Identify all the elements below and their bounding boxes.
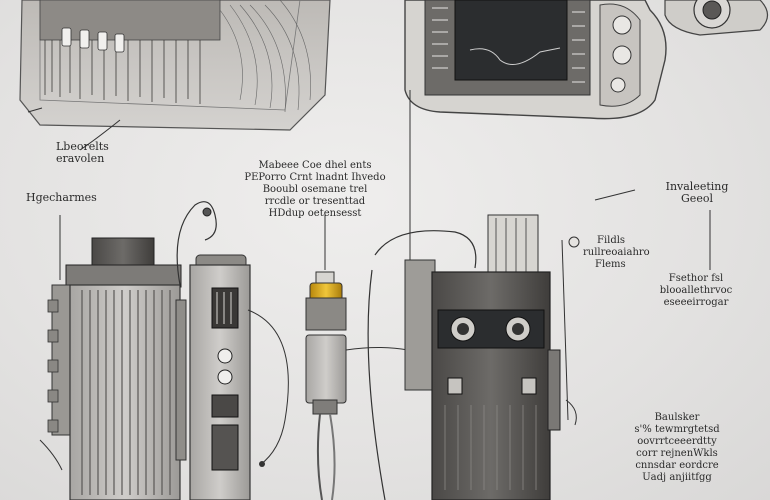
label-line: eseeeirrogar [663,297,729,308]
label-center: Mabeee Coe dhel ents PEPorro Crnt lnadnt… [240,160,390,220]
label-line: Mabeee Coe dhel ents [258,160,372,171]
top-right-monitor-unit [404,0,769,280]
label-line: Fildls [597,235,626,246]
label-line: Lbeorelts [56,140,109,153]
label-right-top: Invaleeting Geeol [652,181,742,205]
label-line: rullreoaiahro [583,247,650,258]
label-line: Booubl osemane trel [262,184,368,195]
label-line: Baulsker [654,412,700,423]
label-line: Geeol [681,192,713,205]
label-top-left: Lbeorelts eravolen [56,141,109,165]
probe-cartridge-unit [305,271,409,500]
label-right-mid-2: Fsethor fsl blooallethrvoc eseeeirrogar [654,273,738,309]
label-line: blooallethrvoc [659,285,733,296]
label-line: eravolen [56,152,105,165]
label-line: s'% tewmrgtetsd [634,424,720,435]
label-line: cnnsdar eordcre [635,460,719,471]
heatsink-unit [39,215,187,500]
label-line: Invaleeting [665,180,729,193]
label-left-mid: Hgecharmes [26,191,97,204]
label-line: Uadj anjiitfgg [642,472,712,483]
label-line: Fsethor fsl [668,273,724,284]
label-line: Flems [595,259,626,270]
label-right-mid: Fildls rullreoaiahro Flems [583,235,650,271]
label-right-bottom: Baulsker s'% tewmrgtetsd oovrrtceeerdtty… [612,412,742,484]
label-line: PEPorro Crnt lnadnt Ihvedo [244,172,386,183]
label-line: HDdup oetensesst [268,208,362,219]
top-left-glass-unit [19,0,331,151]
main-instrument-unit [367,189,711,500]
label-line: oovrrtceeerdtty [637,436,717,447]
label-line: rrcdle or tresenttad [264,196,366,207]
tall-panel-unit [176,201,289,500]
label-line: corr rejnenWkls [636,448,718,459]
